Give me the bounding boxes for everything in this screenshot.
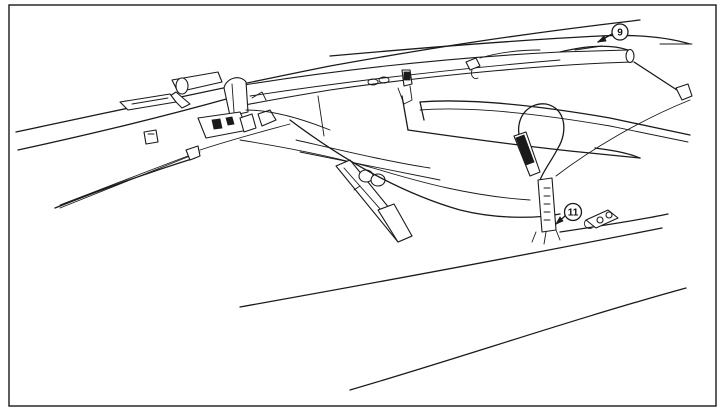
cleat-block [198,112,248,138]
boom-end-cap [626,50,634,63]
mast-step [224,78,248,116]
control-line-2 [240,140,530,200]
deck-lower-left-2 [60,152,200,208]
strap-hooks [532,230,560,244]
tiller-bar [120,94,176,110]
boom-body [226,50,632,106]
deck-lower-left [55,158,195,208]
diagram-border [9,5,716,406]
strap-buckle-plate [538,178,556,232]
traveller-hole-2 [606,212,612,218]
gooseneck-pin [176,78,188,94]
hull-bottom-line [350,288,686,390]
jib-sheet-left [60,156,188,205]
frame-post-left-2 [420,102,424,120]
floor-right [595,148,640,158]
traveller-hole-1 [597,217,603,223]
gunwale-top [330,35,690,56]
boom-end-fitting [676,84,692,100]
callout-9-label: 9 [617,28,623,39]
deck-eye-left [144,130,158,144]
hull-chine-line [240,228,662,307]
traveller-fitting [584,210,618,228]
cleat-jaw-1 [212,119,222,129]
callout-9-group: 9 [598,24,628,42]
fairlead-left [186,146,200,160]
main-sheet-down [318,96,324,136]
boom-fitting-dark [404,72,410,80]
boom-bail [398,86,412,104]
boom [226,46,692,106]
callout-9-arrow [598,36,606,42]
control-line-1 [246,110,330,130]
boom-outhaul-rod [634,62,680,92]
callout-11-label: 11 [568,208,579,219]
